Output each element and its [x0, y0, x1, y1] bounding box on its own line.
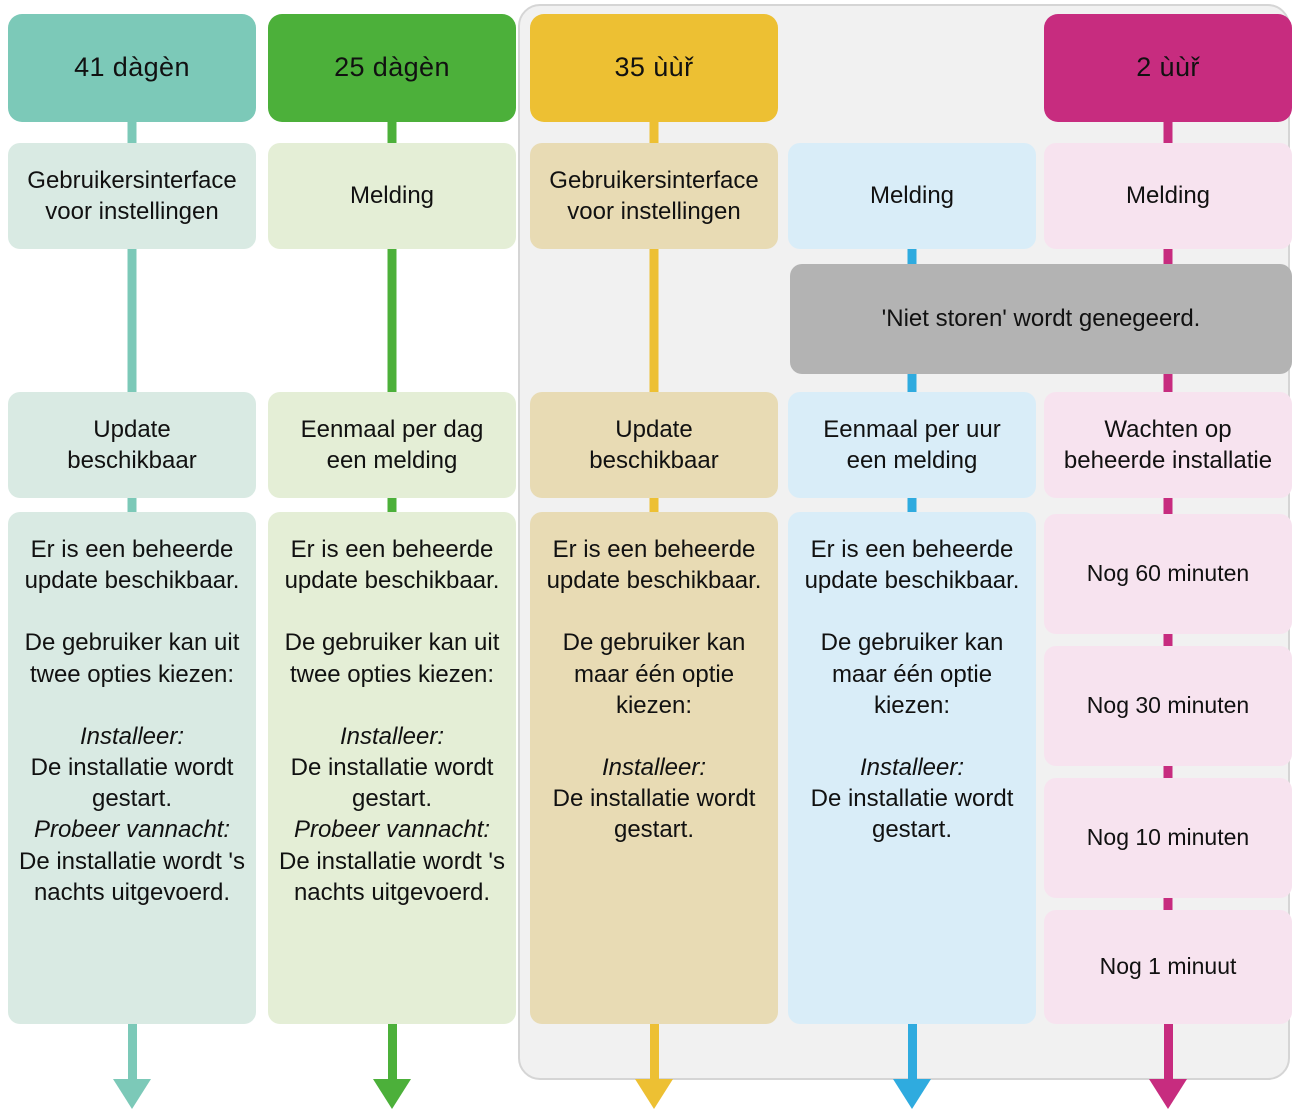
detail-paragraph: De gebruiker kan uit twee opties kiezen: — [24, 629, 240, 688]
detail-spacer — [16, 690, 248, 721]
header-label: 35 ùùř — [614, 52, 694, 83]
detail-paragraph: Er is een beheerde update beschikbaar. — [546, 536, 762, 595]
stage-box-text: Melding — [349, 182, 435, 210]
stage-box-daily-notification: Eenmaal per dag een melding — [268, 392, 516, 498]
stage-box-settings-ui: Gebruikersinterface voor instellingen — [8, 143, 256, 249]
reminder-box-10-minutes: Nog 10 minuten — [1044, 778, 1292, 898]
stage-box-text: Eenmaal per uur een melding — [823, 415, 1001, 474]
detail-option-title: Installeer: — [79, 722, 185, 750]
detail-option-title: Installeer: — [601, 753, 707, 781]
stage-box-awaiting-install: Wachten op beheerde installatie — [1044, 392, 1292, 498]
detail-spacer — [538, 596, 770, 627]
detail-paragraph: De installatie wordt gestart. — [30, 753, 234, 813]
reminder-label: Nog 10 minuten — [1086, 824, 1250, 851]
reminder-label: Nog 30 minuten — [1086, 692, 1250, 719]
stage-box-notification: Melding — [788, 143, 1036, 249]
stage-box-text: Update beschikbaar — [67, 415, 197, 474]
detail-box-col4: Er is een beheerde update beschikbaar. D… — [788, 512, 1036, 1024]
column-header-2-hours: 2 ùùř — [1044, 14, 1292, 122]
detail-paragraph: Er is een beheerde update beschikbaar. — [284, 536, 500, 595]
column-header-41-days: 41 dàgèn — [8, 14, 256, 122]
stage-box-update-available: Update beschikbaar — [530, 392, 778, 498]
stage-box-hourly-notification: Eenmaal per uur een melding — [788, 392, 1036, 498]
header-label: 25 dàgèn — [334, 52, 450, 83]
flow-arrow-col4 — [893, 1024, 931, 1109]
detail-option-title: Probeer vannacht: — [293, 816, 491, 844]
detail-spacer — [538, 721, 770, 752]
flow-arrow-col5 — [1149, 1024, 1187, 1109]
reminder-box-30-minutes: Nog 30 minuten — [1044, 646, 1292, 766]
connector-line-col1 — [127, 120, 137, 524]
detail-box-col1: Er is een beheerde update beschikbaar. D… — [8, 512, 256, 1024]
detail-paragraph: De installatie wordt gestart. — [552, 785, 756, 844]
detail-spacer — [16, 596, 248, 627]
stage-box-settings-ui: Gebruikersinterface voor instellingen — [530, 143, 778, 249]
reminder-label: Nog 1 minuut — [1099, 953, 1237, 980]
detail-spacer — [796, 596, 1028, 627]
detail-option-title: Installeer: — [859, 753, 965, 781]
header-label: 41 dàgèn — [74, 52, 190, 83]
flow-arrow-col1 — [113, 1024, 151, 1109]
stage-box-text: Eenmaal per dag een melding — [300, 415, 484, 474]
stage-box-text: Melding — [869, 182, 955, 210]
connector-line-col5-reminders — [1163, 512, 1173, 1024]
reminder-box-60-minutes: Nog 60 minuten — [1044, 514, 1292, 634]
detail-paragraph: De gebruiker kan uit twee opties kiezen: — [284, 629, 500, 688]
connector-line-col3 — [649, 120, 659, 524]
detail-spacer — [796, 721, 1028, 752]
stage-box-notification: Melding — [1044, 143, 1292, 249]
detail-box-col3: Er is een beheerde update beschikbaar. D… — [530, 512, 778, 1024]
column-header-25-days: 25 dàgèn — [268, 14, 516, 122]
detail-paragraph: Er is een beheerde update beschikbaar. — [24, 536, 240, 595]
stage-box-text: Gebruikersinterface voor instellingen — [549, 166, 759, 225]
detail-paragraph: De installatie wordt gestart. — [810, 785, 1014, 844]
stage-box-text: Gebruikersinterface voor instellingen — [27, 166, 237, 225]
stage-box-update-available: Update beschikbaar — [8, 392, 256, 498]
detail-paragraph: Er is een beheerde update beschikbaar. — [804, 536, 1020, 595]
do-not-disturb-banner: 'Niet storen' wordt genegeerd. — [790, 264, 1292, 374]
stage-box-text: Melding — [1125, 182, 1211, 210]
header-label: 2 ùùř — [1136, 52, 1200, 83]
detail-spacer — [276, 690, 508, 721]
detail-paragraph: De installatie wordt 's nachts uitgevoer… — [18, 847, 245, 906]
detail-paragraph: De installatie wordt 's nachts uitgevoer… — [278, 847, 505, 906]
detail-paragraph: De gebruiker kan maar één optie kiezen: — [562, 629, 746, 719]
stage-box-text: Wachten op beheerde installatie — [1063, 415, 1273, 474]
reminder-label: Nog 60 minuten — [1086, 560, 1250, 587]
detail-box-col2: Er is een beheerde update beschikbaar. D… — [268, 512, 516, 1024]
flow-arrow-col2 — [373, 1024, 411, 1109]
do-not-disturb-text: 'Niet storen' wordt genegeerd. — [881, 305, 1201, 332]
stage-box-notification: Melding — [268, 143, 516, 249]
detail-spacer — [276, 596, 508, 627]
stage-box-text: Update beschikbaar — [589, 415, 719, 474]
detail-option-title: Installeer: — [339, 722, 445, 750]
detail-paragraph: De gebruiker kan maar één optie kiezen: — [820, 629, 1004, 719]
detail-paragraph: De installatie wordt gestart. — [290, 753, 494, 813]
connector-line-col2 — [387, 120, 397, 524]
flow-arrow-col3 — [635, 1024, 673, 1109]
detail-option-title: Probeer vannacht: — [33, 816, 231, 844]
reminder-box-1-minute: Nog 1 minuut — [1044, 910, 1292, 1024]
column-header-35-hours: 35 ùùř — [530, 14, 778, 122]
